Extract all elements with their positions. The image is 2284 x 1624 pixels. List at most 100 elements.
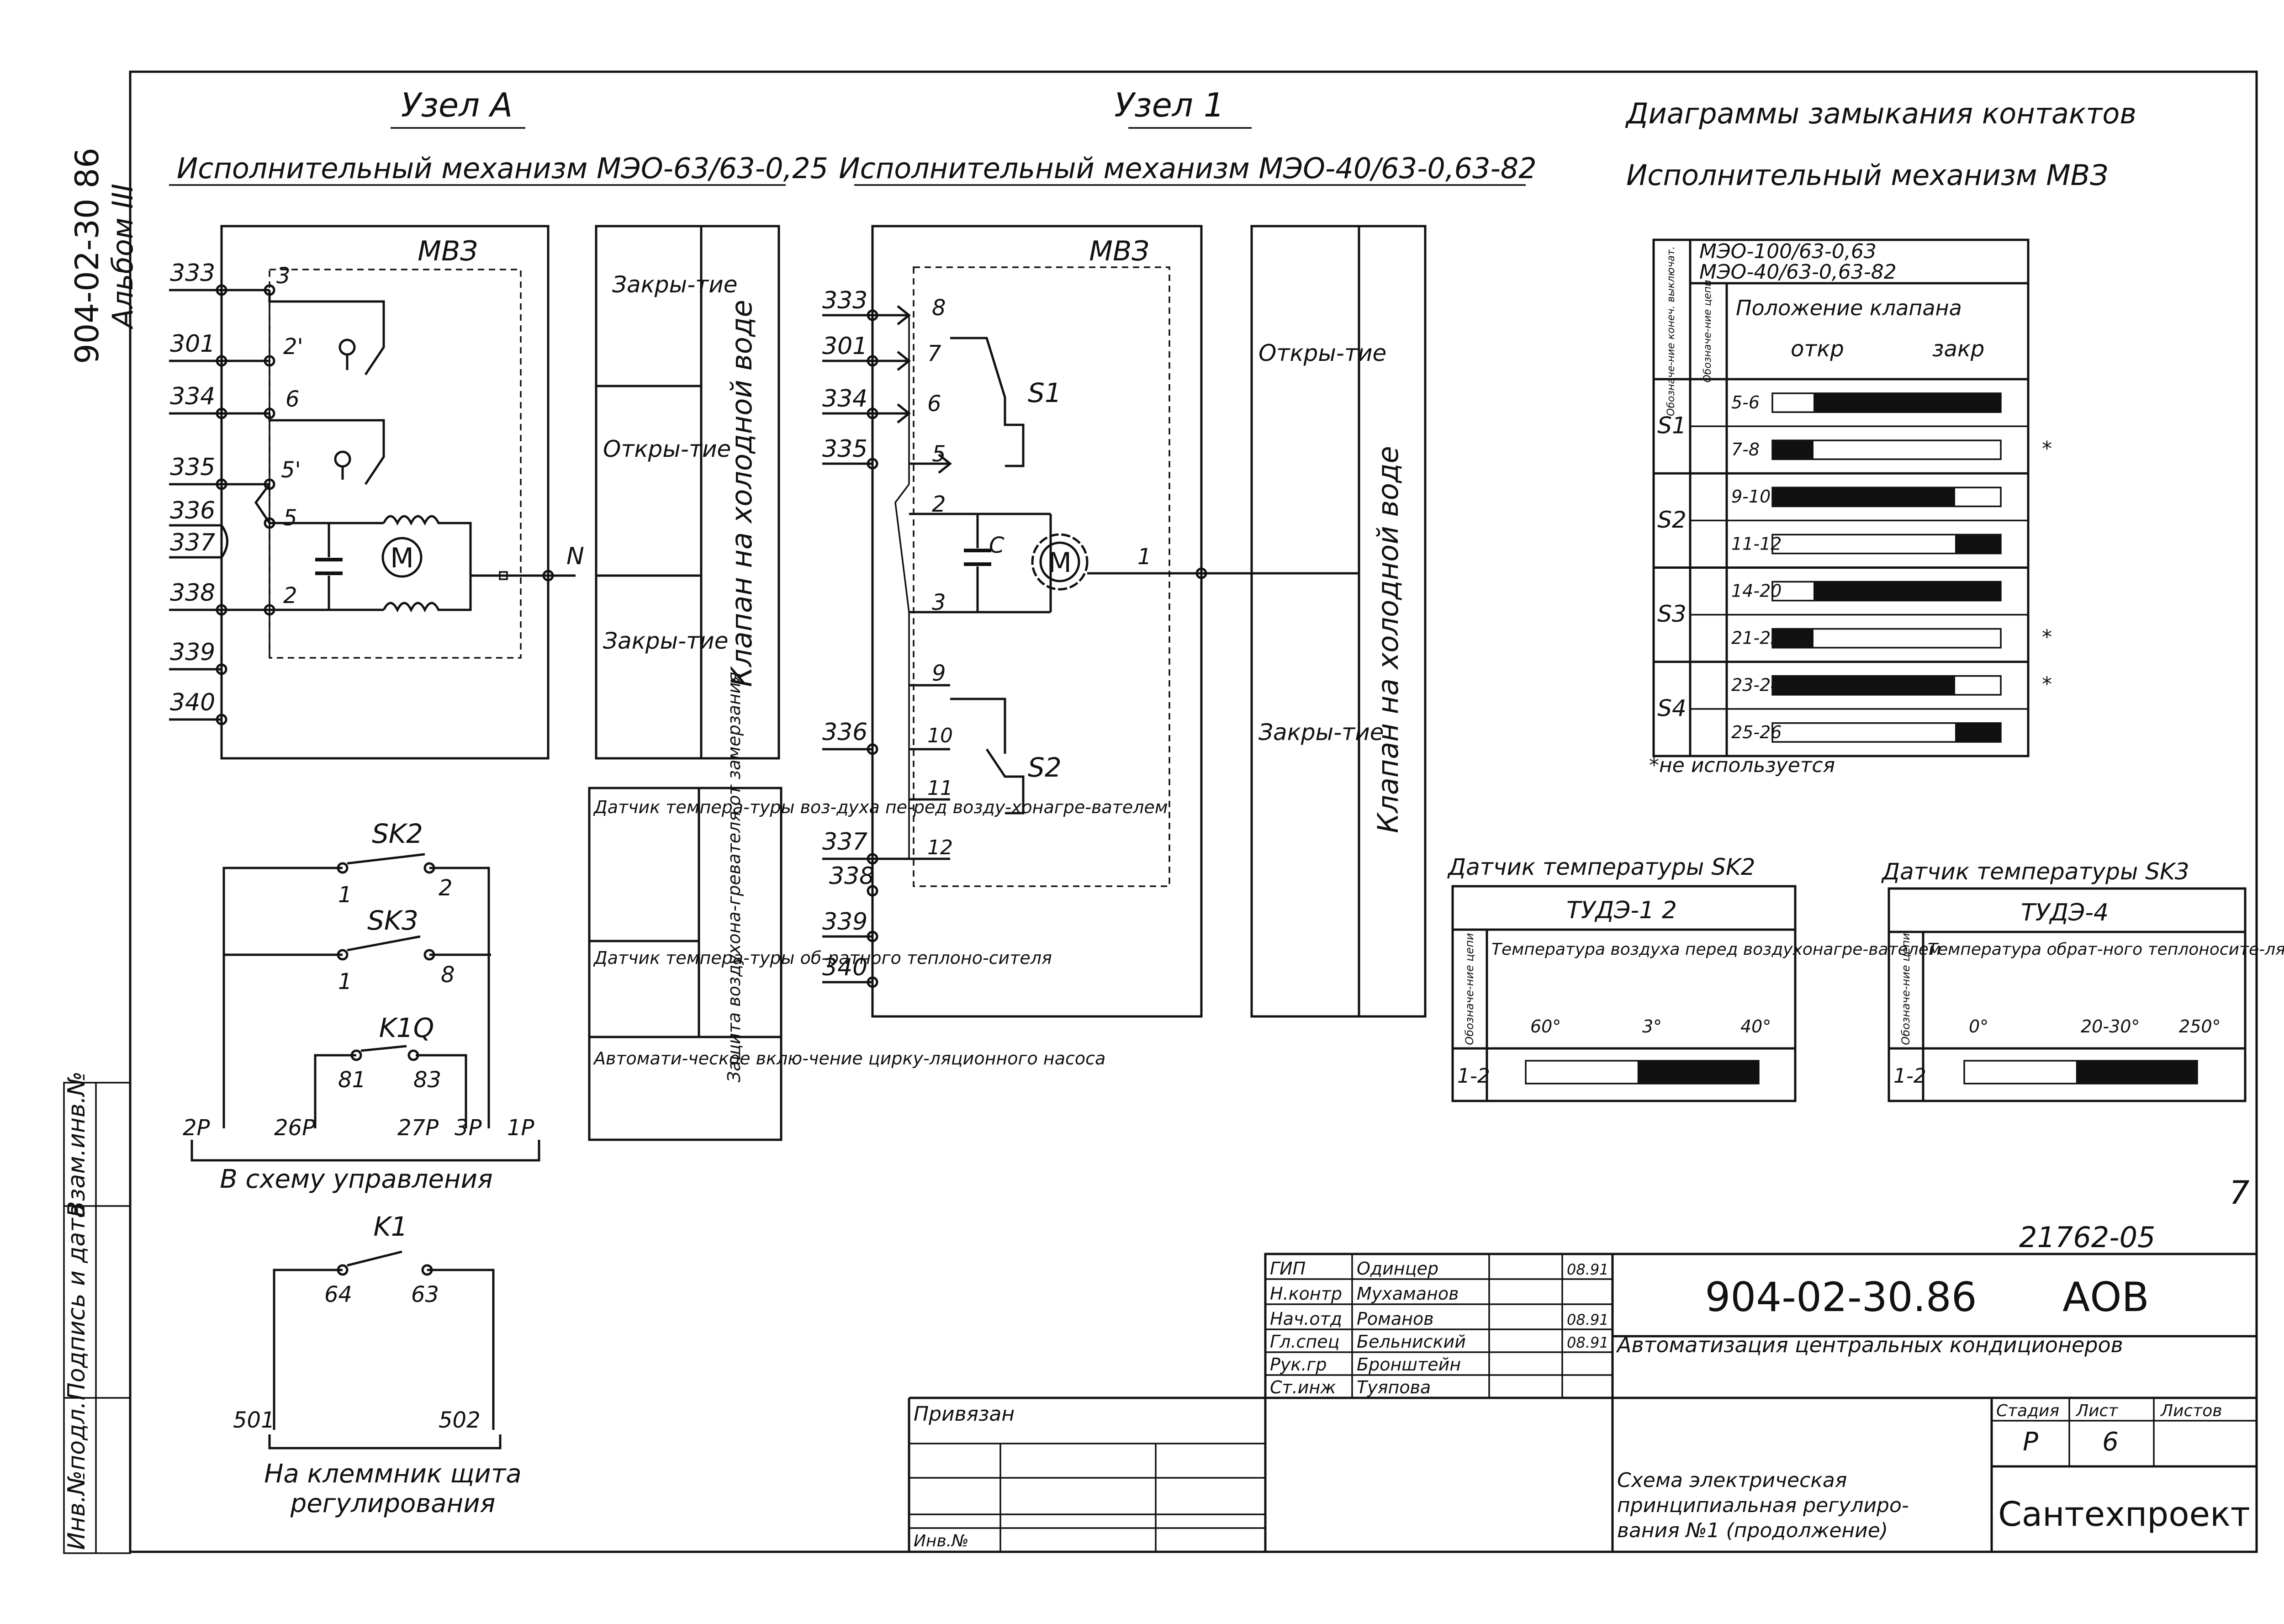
doc-code: 904-02-30.86: [1705, 1274, 1977, 1321]
sk3-header: Температура обрат-ного теплоносите-ля: [1928, 940, 2284, 959]
terminal-339: 339: [170, 639, 215, 666]
sk2-ticks: 60°3°40°: [1530, 1016, 1771, 1037]
terminal-333: 333: [170, 259, 215, 287]
open-label: откр: [1791, 336, 1844, 362]
n1-contact-5: 5: [932, 441, 946, 467]
chain-label: 14-20: [1731, 581, 1782, 601]
n1-contact-11: 11: [927, 777, 953, 800]
chain-label: 25-26: [1731, 722, 1782, 742]
contact-rows: 5-67-8*9-1011-1214-2021-22*23-24*25-26S1…: [1654, 378, 2052, 743]
stage-header: Стадия: [1996, 1402, 2059, 1420]
node-a-mvz: МВЗ: [418, 235, 477, 267]
k1-caption-1: На клеммник щита: [264, 1459, 522, 1489]
node-a-valve: Клапан на холодной воде: [725, 300, 758, 687]
contact-closed: [1955, 534, 2001, 554]
node-1-box: [871, 225, 1203, 1018]
node-1-terminals: 333 301 334 335 336 337 338 339 340: [822, 287, 878, 988]
desc-protect: Защита воздухона-гревателя от замерзания: [724, 672, 744, 1083]
unused-mark: *: [2042, 673, 2052, 696]
sk2-row: 1-2: [1457, 1064, 1490, 1088]
sk3-pin-1: 1: [338, 969, 352, 995]
sign-date-label: Подпись и дата: [63, 1204, 90, 1401]
k1-pin-63: 63: [411, 1282, 439, 1307]
sk3-col: Обозначе-ние цепи: [1899, 933, 1912, 1045]
tick-label: 0°: [1969, 1016, 1988, 1037]
close-label: закр: [1932, 336, 1984, 362]
date-c: 08.91: [1567, 1334, 1609, 1351]
out-26p: 26P: [274, 1115, 315, 1141]
sk3-model: ТУДЭ-4: [2021, 899, 2109, 926]
switch-group-label: S1: [1657, 413, 1687, 439]
model-1: МЭО-100/63-0,63: [1699, 240, 1877, 263]
tick-label: 3°: [1642, 1016, 1662, 1037]
terminal-301: 301: [170, 330, 215, 358]
sensor-circuit: SK2 1 2 SK3 1 8 K1Q 81 83 2P 26P 27P 3P …: [183, 672, 1168, 1194]
n1-terminal-334: 334: [822, 385, 867, 413]
contact-2prime: 2': [283, 334, 303, 360]
chain-label: 9-10: [1731, 487, 1771, 507]
node-1-subtitle: Исполнительный механизм МЭО-40/63-0,63-8…: [839, 152, 1537, 185]
n1-contact-2: 2: [932, 492, 946, 517]
contact-closed: [1772, 440, 1813, 460]
sheet-value: 6: [2102, 1427, 2119, 1457]
footnote: *не используется: [1649, 754, 1835, 777]
motor-icon-2: [1039, 541, 1080, 582]
node-1-title: Узел 1: [1114, 86, 1224, 124]
node-a-motor: M N: [270, 515, 584, 613]
sk3-table: Датчик температуры SK3 ТУДЭ-4 Обозначе-н…: [1881, 858, 2284, 1102]
desc-sk2: Датчик темпера-туры воз-духа пе-ред возд…: [593, 797, 1168, 817]
node-1-state-1: Откры-тие: [1258, 340, 1386, 366]
sk3-label: SK3: [367, 905, 418, 936]
node-1-mvz: МВЗ: [1089, 235, 1149, 267]
role-nachotd: Нач.отд: [1270, 1309, 1342, 1329]
contact-closed: [1772, 629, 1813, 648]
contact-6: 6: [286, 386, 300, 412]
motor-label-2: M: [1048, 547, 1072, 579]
terminal-337: 337: [170, 529, 215, 556]
sk2-pin-2: 2: [439, 875, 453, 901]
contact-closed: [1813, 582, 2001, 601]
role-rukgr: Рук.гр: [1270, 1354, 1327, 1375]
margin-code: 904-02-30 86: [69, 148, 106, 364]
role-glspec: Гл.спец: [1270, 1332, 1340, 1352]
capacitor-label: C: [989, 533, 1005, 558]
node-1-state-table: Откры-тие Закры-тие Клапан на холодной в…: [1250, 225, 1427, 1018]
role-nkontr: Н.контр: [1270, 1284, 1342, 1304]
node-1-state-2: Закры-тие: [1258, 719, 1384, 746]
valve-position: Положение клапана: [1736, 296, 1962, 320]
n1-contact-3: 3: [932, 590, 946, 615]
sheet-frame: [129, 70, 2258, 1553]
node-a-state-3: Закры-тие: [603, 628, 729, 654]
desc-sk3: Датчик темпера-туры об-ратного теплоно-с…: [593, 948, 1052, 968]
n1-terminal-301: 301: [822, 333, 867, 360]
term-502: 502: [439, 1407, 481, 1433]
out-2p: 2P: [183, 1115, 210, 1141]
n1-terminal-339: 339: [822, 908, 867, 936]
node-a-terminals: 333 301 334 335 336 337 338 339 340: [169, 259, 228, 725]
contact-5prime: 5': [281, 457, 301, 483]
n1-contact-12: 12: [927, 836, 953, 859]
contact-closed: [1813, 393, 2001, 413]
switch-group-label: S3: [1657, 601, 1687, 627]
k1-pin-64: 64: [324, 1282, 352, 1307]
role-stinzh: Ст.инж: [1270, 1377, 1336, 1397]
name-2: Мухаманов: [1357, 1284, 1459, 1304]
org-name: Сантехпроект: [1998, 1495, 2250, 1534]
neutral-label: N: [566, 543, 584, 570]
contact-diagram-title: Диаграммы замыкания контактов: [1625, 97, 2136, 130]
sk3-row: 1-2: [1893, 1064, 1926, 1088]
n1-contact-9: 9: [932, 661, 946, 686]
n1-terminal-340: 340: [822, 954, 867, 981]
privyazan-label: Привязан: [914, 1402, 1015, 1426]
node-a-state-1: Закры-тие: [612, 271, 738, 298]
name-5: Бронштейн: [1357, 1354, 1461, 1375]
contact-5: 5: [283, 505, 297, 531]
out-1p: 1P: [507, 1115, 534, 1141]
tick-label: 250°: [2179, 1016, 2221, 1037]
node-1-valve: Клапан на холодной воде: [1371, 446, 1405, 833]
sheet-mark: 7: [2229, 1174, 2250, 1211]
name-3: Романов: [1357, 1309, 1434, 1329]
n1-terminal-337: 337: [822, 828, 867, 856]
sk3-title: Датчик температуры SK3: [1881, 858, 2189, 885]
inv-label: Инв.№: [914, 1532, 969, 1550]
